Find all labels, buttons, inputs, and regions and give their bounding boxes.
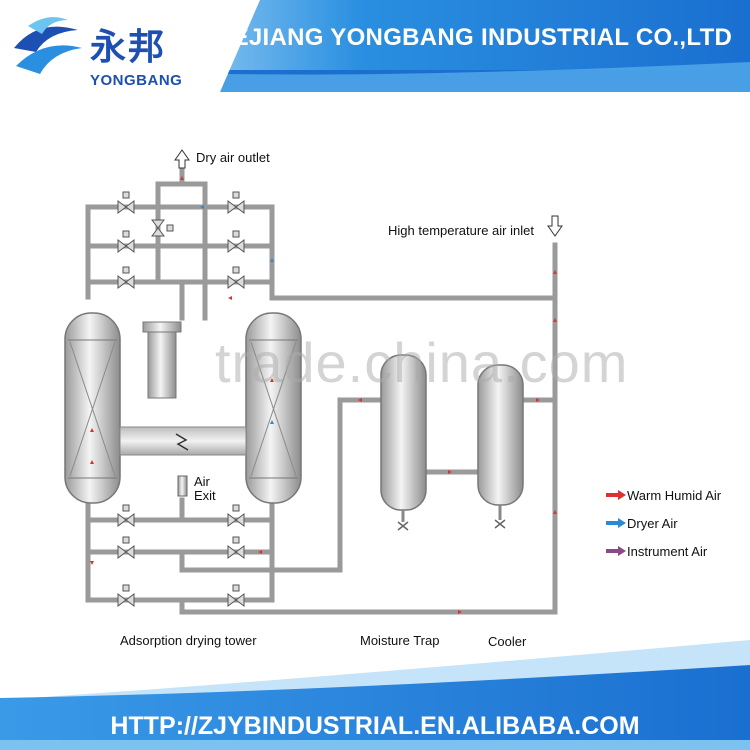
logo-english-text: YONGBANG [90, 72, 183, 89]
valves [117, 191, 245, 607]
adsorption-tower-label: Adsorption drying tower [120, 633, 257, 648]
moisture-trap-vessel [380, 354, 427, 531]
moisture-trap-label: Moisture Trap [360, 633, 440, 648]
header-banner: 永邦 YONGBANG ZHEJIANG YONGBANG INDUSTRIAL… [0, 0, 750, 92]
valve [117, 230, 135, 253]
logo-mark-icon [14, 17, 82, 74]
flow-markers [90, 176, 557, 614]
warm-humid-air-arrow-icon [606, 490, 626, 500]
air-exit-muffler [177, 475, 188, 497]
valve [227, 504, 245, 527]
valve [227, 536, 245, 559]
valve [227, 230, 245, 253]
company-logo: 永邦 YONGBANG [8, 8, 186, 89]
air-exit-label-line2: Exit [194, 488, 216, 503]
valve [117, 504, 135, 527]
dryer-air-arrow-icon [606, 518, 626, 528]
dry-air-outlet-label: Dry air outlet [196, 150, 270, 165]
legend-markers [606, 490, 626, 556]
logo-chinese-text: 永邦 [90, 26, 167, 68]
outlet-arrow-icon [174, 149, 190, 169]
watermark: trade.china.com [215, 331, 629, 394]
valve [151, 219, 174, 237]
heater-block [119, 426, 247, 456]
flow-arrows [174, 149, 563, 237]
valve [117, 536, 135, 559]
silencer [142, 321, 182, 399]
adsorption-tower-left [64, 312, 121, 504]
air-inlet-label: High temperature air inlet [388, 223, 534, 238]
air-exit-label-line1: Air [194, 474, 210, 489]
website-url[interactable]: HTTP://ZJYBINDUSTRIAL.EN.ALIBABA.COM [110, 712, 640, 740]
valve [117, 584, 135, 607]
valve [227, 584, 245, 607]
valve [227, 191, 245, 214]
valve [117, 266, 135, 289]
header-background [0, 0, 750, 92]
footer-background [0, 640, 750, 750]
inlet-arrow-icon [547, 215, 563, 237]
instrument-air-arrow-icon [606, 546, 626, 556]
adsorption-tower-right [245, 312, 302, 504]
legend-instrument-air: Instrument Air [627, 544, 708, 559]
pipe-network [85, 165, 558, 615]
valve [117, 191, 135, 214]
legend-warm-humid-air: Warm Humid Air [627, 488, 722, 503]
company-name: ZHEJIANG YONGBANG INDUSTRIAL CO.,LTD [200, 24, 733, 51]
legend-dryer-air: Dryer Air [627, 516, 678, 531]
footer-banner [0, 640, 750, 750]
valve [227, 266, 245, 289]
cooler-vessel [477, 364, 524, 529]
cooler-label: Cooler [488, 634, 527, 649]
